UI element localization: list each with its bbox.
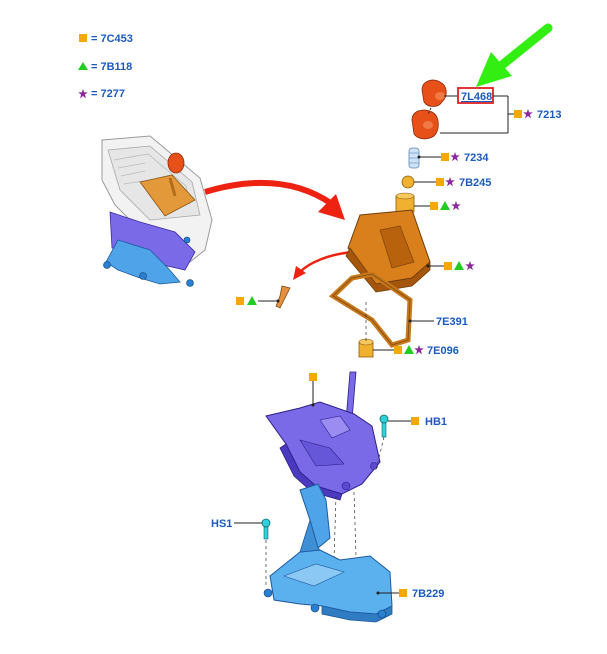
callout-small-pin [236, 296, 280, 305]
part-7234 [408, 147, 420, 169]
callout-7E391: 7E391 [408, 316, 468, 328]
callout-HB1: HB1 [388, 416, 447, 428]
shift-knob-upper [421, 79, 447, 107]
callout-shifter [309, 373, 317, 407]
legend-square-icon [79, 34, 87, 42]
callout-7213: 7213 [440, 95, 561, 134]
legend-triangle-icon [78, 62, 88, 70]
callout-7234-label: 7234 [464, 152, 489, 164]
callout-7E096: 7E096 [373, 345, 459, 357]
callout-7E391-label: 7E391 [436, 316, 468, 328]
callout-HB1-label: HB1 [425, 416, 447, 428]
part-HS1-bolt [261, 518, 271, 540]
callout-7213-label: 7213 [537, 109, 561, 121]
part-collar [395, 192, 415, 213]
callout-7234: 7234 [417, 152, 489, 164]
part-shift-boot [345, 209, 431, 293]
part-7B229-bracket [263, 483, 393, 623]
callout-7B245: 7B245 [414, 177, 491, 189]
small-red-arrow [293, 250, 354, 280]
red-pointer-arrow [204, 180, 345, 220]
inset-shift-knob [167, 152, 185, 174]
part-shifter-assembly [265, 371, 381, 501]
part-7E096 [358, 338, 374, 358]
callout-7B245-label: 7B245 [459, 177, 491, 189]
part-small-pin [275, 285, 291, 309]
callout-7B229-label: 7B229 [412, 588, 444, 600]
callout-7B229: 7B229 [376, 588, 444, 600]
shift-knob-lower [411, 109, 439, 140]
vehicle-console-inset [101, 135, 213, 287]
callout-7L468[interactable]: 7L468 [444, 87, 494, 104]
legend-square-text: = 7C453 [91, 33, 133, 45]
callout-7L468-label[interactable]: 7L468 [461, 91, 492, 103]
inset-boot [139, 174, 196, 217]
legend-star-icon [78, 89, 88, 99]
green-pointer-arrow [476, 23, 553, 87]
part-HB1-bolt [379, 414, 389, 438]
callout-shift-boot [426, 261, 475, 271]
legend-star-text: = 7277 [91, 88, 125, 100]
callout-HS1-label: HS1 [211, 518, 232, 530]
callout-HS1: HS1 [211, 518, 262, 530]
legend: = 7C453 = 7B118 = 7277 [78, 33, 133, 100]
legend-triangle-text: = 7B118 [91, 61, 132, 73]
callout-collar [414, 201, 461, 211]
part-7B245 [401, 175, 415, 189]
callout-7E096-label: 7E096 [427, 345, 459, 357]
